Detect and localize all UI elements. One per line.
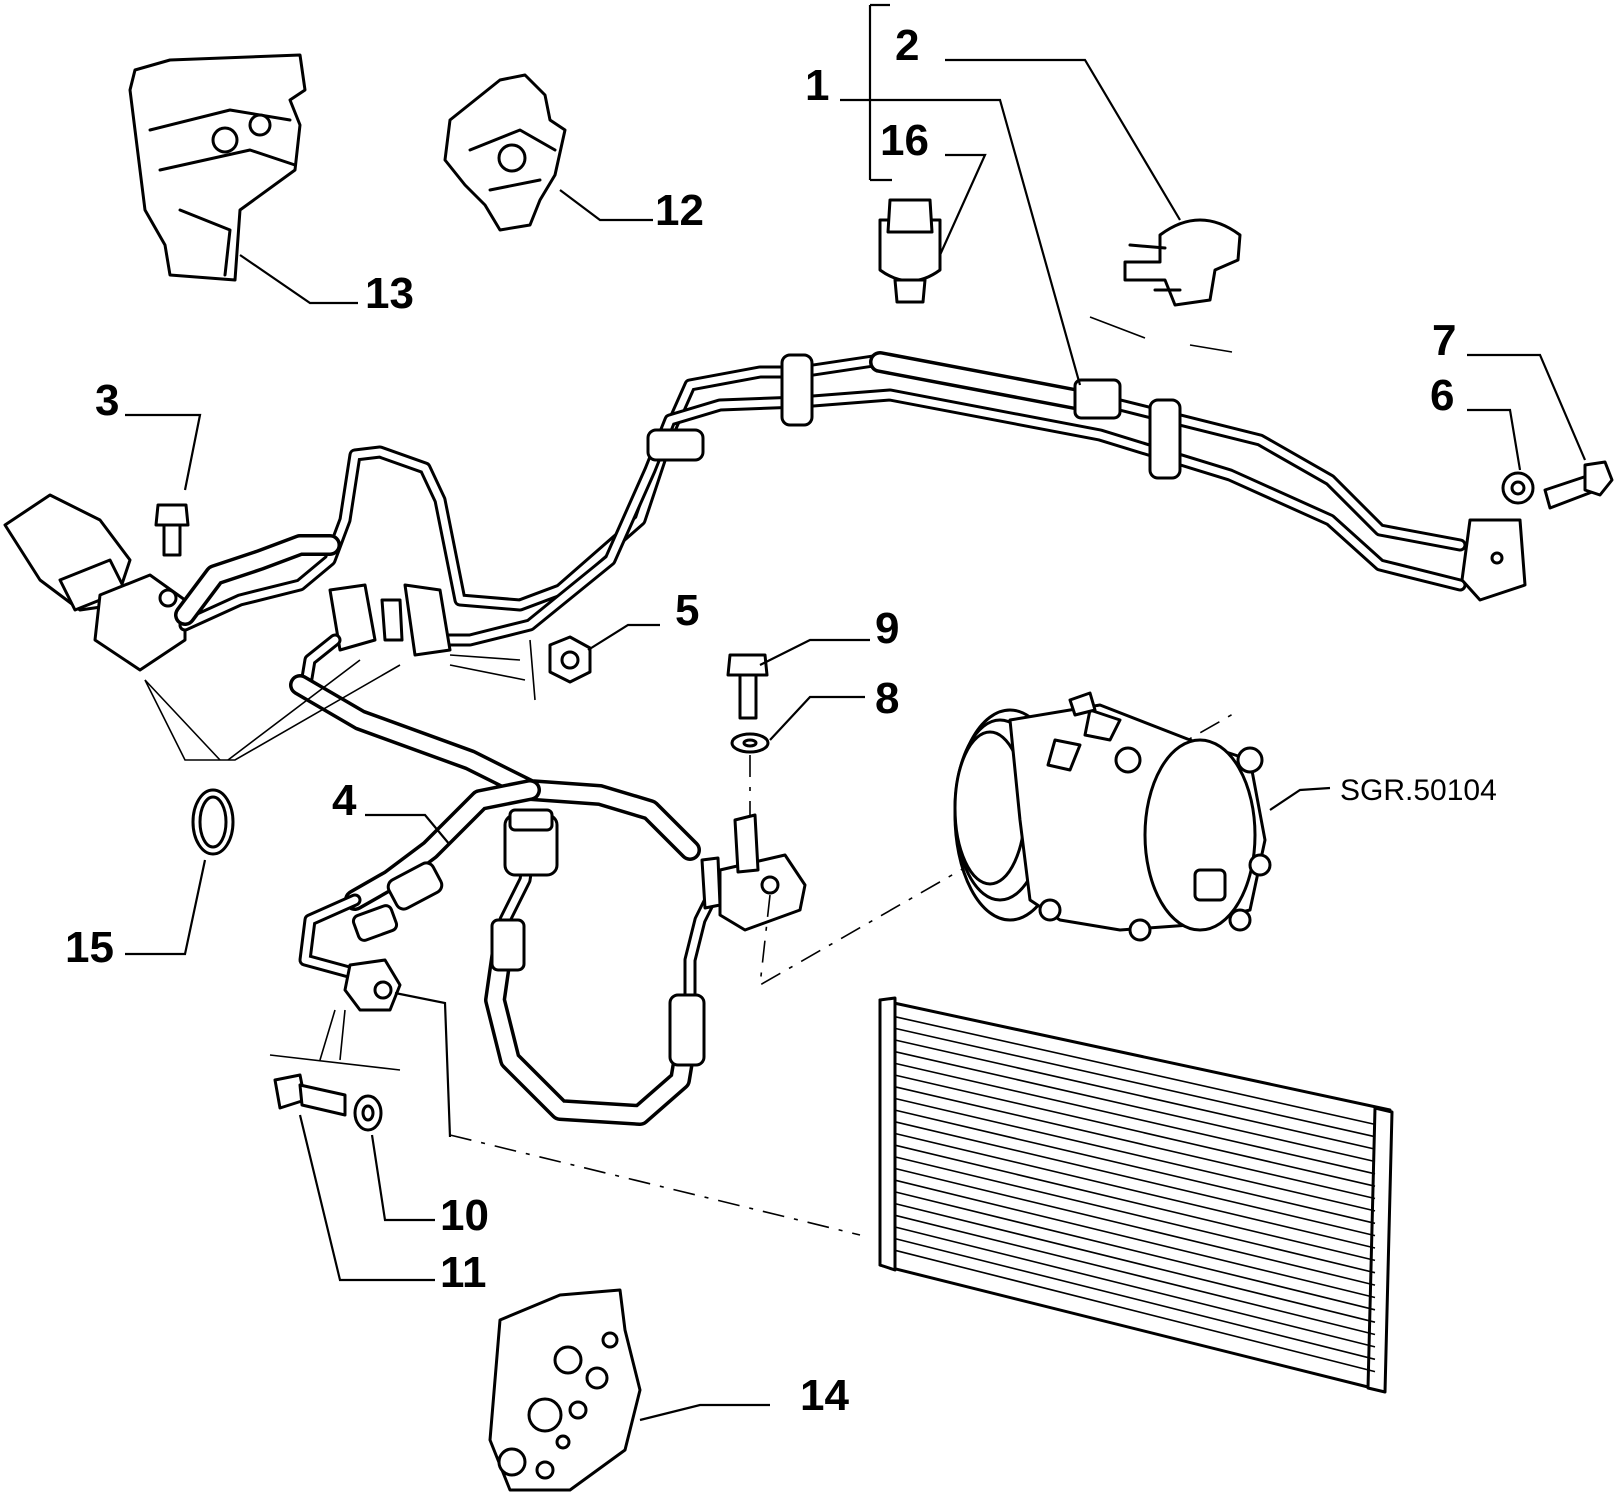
leader-5 — [587, 623, 660, 651]
part-10-washer — [353, 1094, 383, 1132]
callout-12: 12 — [655, 186, 704, 235]
part-16-pressure-switch — [878, 198, 942, 304]
callout-9: 9 — [875, 604, 899, 653]
leader-8 — [769, 695, 865, 741]
condenser-fins — [894, 1015, 1376, 1373]
part-7-bolt — [1543, 460, 1614, 510]
condenser-center-line — [449, 1134, 861, 1236]
condenser-fin — [894, 1062, 1376, 1175]
callout-5: 5 — [675, 586, 699, 635]
leader-sgr — [1269, 786, 1331, 811]
part-15-ref-lines-2 — [144, 659, 361, 761]
part-4-ref-lines — [269, 1009, 401, 1071]
callout-10: 10 — [440, 1191, 489, 1240]
leader-16 — [938, 153, 987, 256]
part-5-ref-lines — [449, 639, 536, 701]
condenser-fin — [894, 1237, 1376, 1361]
condenser-fin — [894, 1086, 1376, 1200]
condenser-fin — [894, 1132, 1376, 1249]
condenser-fin — [894, 1226, 1376, 1348]
leader-9 — [759, 638, 870, 666]
condenser-fin — [894, 1027, 1376, 1138]
part-8-washer — [730, 732, 770, 754]
condenser-fin — [894, 1249, 1376, 1373]
part-1-pipe-assembly — [174, 351, 1527, 647]
condenser-fin — [894, 1074, 1376, 1187]
condenser-fin — [894, 1214, 1376, 1336]
condenser-fin — [894, 1144, 1376, 1262]
leader-1 — [840, 98, 1082, 386]
condenser-fin — [894, 1039, 1376, 1150]
part-14-gasket — [488, 1288, 642, 1492]
condenser-fin — [894, 1121, 1376, 1237]
callout-8: 8 — [875, 674, 899, 723]
leader-14 — [639, 1403, 770, 1422]
part-6-washer — [1501, 471, 1535, 505]
part-15-ref-lines — [144, 664, 401, 761]
leader-3 — [125, 413, 202, 491]
condenser — [878, 996, 1394, 1394]
part-12-clip — [443, 73, 567, 232]
bracket-1-16-ends — [870, 3, 892, 182]
callout-2: 2 — [895, 21, 919, 70]
callout-3: 3 — [95, 376, 119, 425]
leader-2 — [945, 58, 1181, 221]
leader-10 — [370, 1134, 435, 1222]
condenser-fin — [894, 1109, 1376, 1225]
condenser-fin — [894, 1167, 1376, 1286]
part-11-bolt — [273, 1073, 347, 1117]
callout-15: 15 — [65, 923, 114, 972]
leader-lines — [125, 3, 1587, 1422]
leader-12 — [559, 189, 653, 222]
part-15-o-ring — [191, 788, 235, 856]
leader-11 — [298, 1114, 435, 1282]
leader-7 — [1467, 353, 1587, 461]
leader-6 — [1467, 408, 1522, 471]
reference-code: SGR.50104 — [1340, 774, 1497, 807]
leader-13 — [239, 254, 358, 305]
condenser-fin — [894, 1050, 1376, 1163]
pipe-block-fittings — [298, 583, 452, 697]
condenser-fin — [894, 1015, 1376, 1126]
left-pressure-switch — [3, 493, 187, 672]
callout-11: 11 — [440, 1248, 487, 1297]
part-9-bolt — [726, 653, 769, 720]
part-5-nut — [548, 635, 592, 684]
leader-15 — [125, 859, 207, 956]
callout-14: 14 — [800, 1371, 849, 1420]
callout-7: 7 — [1432, 316, 1456, 365]
part-2-ref-lines — [1089, 316, 1233, 353]
condenser-fin — [894, 1097, 1376, 1212]
callout-16: 16 — [880, 116, 929, 165]
callout-6: 6 — [1430, 371, 1454, 420]
callout-4: 4 — [332, 776, 357, 825]
condenser-fin — [894, 1202, 1376, 1323]
condenser-fin — [894, 1179, 1376, 1299]
part-3-bolt — [154, 503, 190, 557]
callout-1: 1 — [805, 61, 829, 110]
condenser-fin — [894, 1191, 1376, 1311]
part-13-bracket — [128, 53, 307, 282]
condenser-fin — [894, 1156, 1376, 1274]
part-2-clamp — [1123, 218, 1242, 307]
callout-13: 13 — [365, 269, 414, 318]
part-4-hose-assembly — [289, 674, 807, 1126]
ac-compressor — [953, 691, 1272, 942]
leader-4 — [365, 813, 451, 846]
leader-4-condenser — [394, 991, 452, 1138]
